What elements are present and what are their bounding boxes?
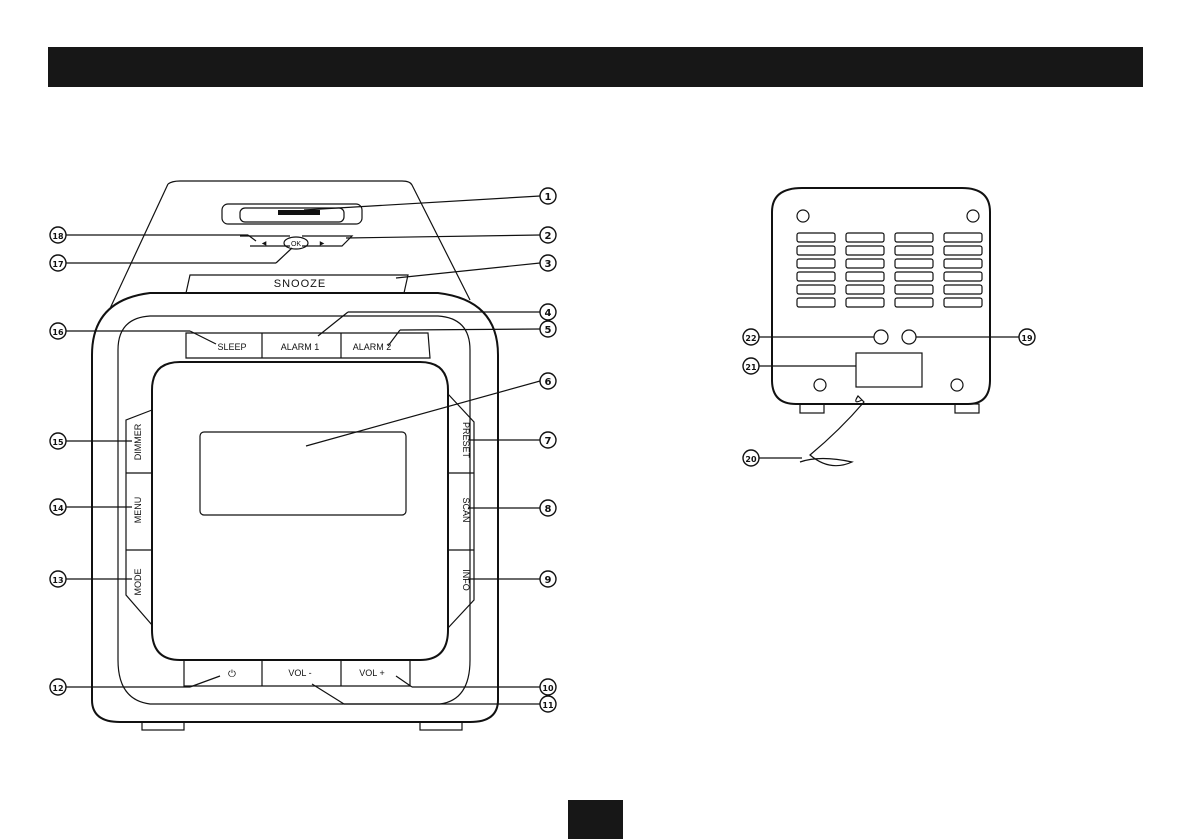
callout-6: 6	[540, 373, 556, 389]
back-view	[772, 188, 990, 466]
callout-4: 4	[540, 304, 556, 320]
vol-minus-button[interactable]: VOL -	[288, 668, 311, 678]
callout-3: 3	[540, 255, 556, 271]
front-foot-right	[420, 722, 462, 730]
alarm1-button[interactable]: ALARM 1	[281, 342, 320, 352]
menu-button[interactable]: MENU	[133, 497, 143, 524]
svg-text:8: 8	[545, 504, 552, 515]
callout-15: 15	[50, 433, 66, 449]
callout-20: 20	[743, 450, 759, 466]
svg-text:14: 14	[52, 504, 64, 513]
svg-text:15: 15	[52, 438, 64, 447]
callout-8: 8	[540, 500, 556, 516]
snooze-label: SNOOZE	[274, 278, 326, 290]
back-casing	[772, 188, 990, 404]
svg-text:19: 19	[1021, 334, 1033, 343]
front-panel	[152, 362, 448, 660]
svg-text:18: 18	[52, 232, 64, 241]
svg-text:16: 16	[52, 328, 64, 337]
dimmer-button[interactable]: DIMMER	[133, 423, 143, 460]
front-foot-left	[142, 722, 184, 730]
callout-22: 22	[743, 329, 759, 345]
callout-11: 11	[540, 696, 556, 712]
right-arrow-icon[interactable]: ▶	[320, 241, 325, 247]
callout-10: 10	[540, 679, 556, 695]
back-foot-left	[800, 404, 824, 413]
snooze-button[interactable]: SNOOZE	[186, 275, 408, 293]
svg-text:5: 5	[545, 325, 552, 336]
callout-14: 14	[50, 499, 66, 515]
svg-text:9: 9	[545, 575, 552, 586]
callout-2: 2	[540, 227, 556, 243]
info-button[interactable]: INFO	[461, 569, 471, 591]
svg-text:17: 17	[52, 260, 63, 269]
alarm2-button[interactable]: ALARM 2	[353, 342, 392, 352]
dock-connector	[222, 204, 362, 224]
svg-text:3: 3	[545, 259, 552, 270]
svg-text:6: 6	[545, 377, 552, 388]
svg-text:1: 1	[545, 192, 552, 203]
svg-text:2: 2	[545, 231, 552, 242]
callout-1: 1	[540, 188, 556, 204]
left-arrow-icon[interactable]: ◀	[262, 241, 267, 247]
callout-9: 9	[540, 571, 556, 587]
sleep-button[interactable]: SLEEP	[217, 342, 246, 352]
callout-16: 16	[50, 323, 66, 339]
svg-text:4: 4	[545, 308, 552, 319]
navigation-cluster: OK ◀ ▶	[240, 236, 352, 249]
callout-18: 18	[50, 227, 66, 243]
callout-19: 19	[1019, 329, 1035, 345]
scan-button[interactable]: SCAN	[461, 497, 471, 522]
svg-text:11: 11	[542, 701, 554, 710]
antenna-cable	[800, 396, 864, 466]
callout-12: 12	[50, 679, 66, 695]
power-icon[interactable]: ⏻	[228, 669, 236, 680]
callout-17: 17	[50, 255, 66, 271]
svg-text:12: 12	[52, 684, 63, 693]
ok-label: OK	[291, 241, 301, 248]
callout-7: 7	[540, 432, 556, 448]
vol-plus-button[interactable]: VOL +	[359, 668, 384, 678]
mode-button[interactable]: MODE	[133, 569, 143, 596]
callout-21: 21	[743, 358, 759, 374]
svg-text:22: 22	[745, 334, 756, 343]
back-foot-right	[955, 404, 979, 413]
svg-text:21: 21	[745, 363, 757, 372]
callout-13: 13	[50, 571, 66, 587]
callout-5: 5	[540, 321, 556, 337]
svg-text:10: 10	[542, 684, 554, 693]
svg-text:7: 7	[545, 436, 552, 447]
svg-text:13: 13	[52, 576, 63, 585]
svg-text:20: 20	[745, 455, 757, 464]
